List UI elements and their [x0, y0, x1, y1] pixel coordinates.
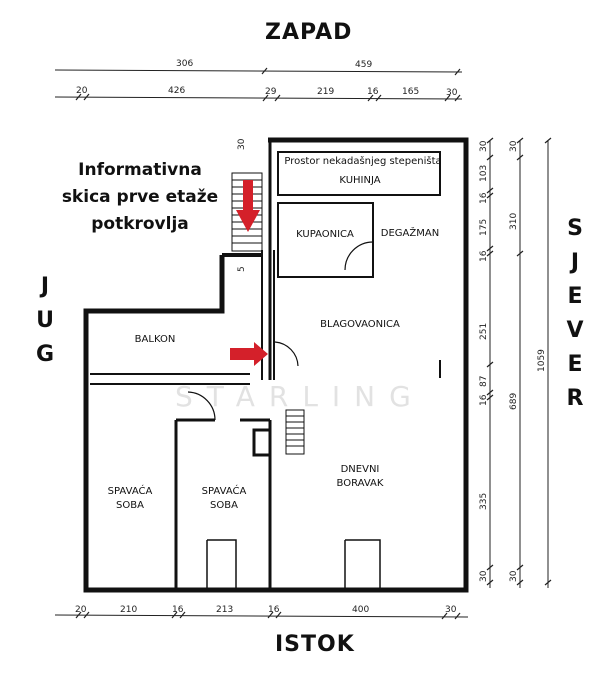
room-bathroom: KUPAONICA	[296, 229, 354, 240]
dim-label: 30	[479, 140, 489, 152]
dim-label: 5	[237, 266, 247, 272]
dim-label: 400	[352, 605, 369, 615]
room-label: BORAVAK	[336, 478, 384, 489]
arrow-right-icon	[230, 342, 268, 366]
dim-label: 219	[317, 87, 334, 97]
dim-label: 210	[120, 605, 137, 615]
dim-label: 30	[237, 138, 247, 150]
room-label: SOBA	[116, 500, 144, 511]
dim-label: 16	[268, 605, 280, 615]
dim-label: 175	[479, 219, 489, 236]
dim-label: 29	[265, 87, 277, 97]
letter: U	[36, 308, 54, 333]
dim-label: 20	[75, 605, 87, 615]
room-label: SPAVAĆA	[107, 486, 153, 497]
room-label: SOBA	[210, 500, 238, 511]
dim-label: 30	[445, 605, 457, 615]
dim-label: 30	[446, 88, 458, 98]
dim-label: 1059	[537, 349, 547, 372]
compass-north-label: S J E V E R	[563, 212, 587, 416]
walls	[83, 137, 469, 593]
dim-label: 16	[172, 605, 184, 615]
room-bedroom-1: SPAVAĆA SOBA	[100, 485, 160, 513]
dim-label: 16	[367, 87, 379, 97]
room-living: DNEVNI BORAVAK	[330, 463, 390, 491]
staircase	[231, 172, 305, 455]
info-caption: Informativna skica prve etaže potkrovlja	[50, 157, 230, 238]
dim-label: 251	[479, 323, 489, 340]
right-dim-labels: 30 103 16 175 16 251 16 87 335 30 30 310…	[237, 138, 547, 582]
letter: V	[566, 318, 584, 343]
letter: J	[570, 250, 580, 275]
info-line: potkrovlja	[91, 214, 189, 234]
room-label: SPAVAĆA	[201, 486, 247, 497]
letter: S	[567, 216, 583, 241]
dim-label: 310	[509, 213, 519, 230]
dim-label: 30	[479, 570, 489, 582]
dim-label: 689	[509, 393, 519, 410]
dim-label: 426	[168, 86, 185, 96]
compass-south-label: J U G	[33, 270, 57, 372]
room-kitchen: KUHINJA	[339, 175, 381, 186]
dim-label: 16	[479, 394, 489, 406]
info-line: Informativna	[78, 160, 202, 180]
dim-label: 20	[76, 86, 88, 96]
room-label: DNEVNI	[340, 464, 380, 475]
dim-label: 306	[176, 59, 193, 69]
room-bedroom-2: SPAVAĆA SOBA	[194, 485, 254, 513]
watermark: STARLING	[175, 380, 425, 413]
info-line: skica prve etaže	[61, 187, 219, 207]
dim-label: 16	[479, 250, 489, 262]
room-dining: BLAGOVAONICA	[320, 319, 400, 330]
letter: G	[35, 342, 55, 367]
letter: R	[566, 386, 584, 411]
compass-east-label: ISTOK	[275, 632, 355, 657]
dimension-ticks	[75, 67, 552, 620]
dim-label: 459	[355, 60, 372, 70]
dim-label: 335	[479, 493, 489, 510]
room-hallway: DEGAŽMAN	[380, 228, 440, 239]
letter: E	[567, 352, 583, 377]
dim-label: 103	[479, 165, 489, 182]
letter: J	[40, 274, 50, 299]
dim-label: 165	[402, 87, 419, 97]
dim-label: 30	[509, 570, 519, 582]
room-former-stairs: Prostor nekadašnjeg stepeništa	[284, 156, 442, 167]
dim-label: 213	[216, 605, 233, 615]
arrow-down-icon	[236, 180, 260, 232]
letter: E	[567, 284, 583, 309]
dim-label: 30	[509, 140, 519, 152]
dim-label: 16	[479, 192, 489, 204]
compass-west-label: ZAPAD	[265, 20, 353, 45]
dim-label: 87	[479, 376, 489, 387]
room-balcony: BALKON	[134, 334, 176, 345]
